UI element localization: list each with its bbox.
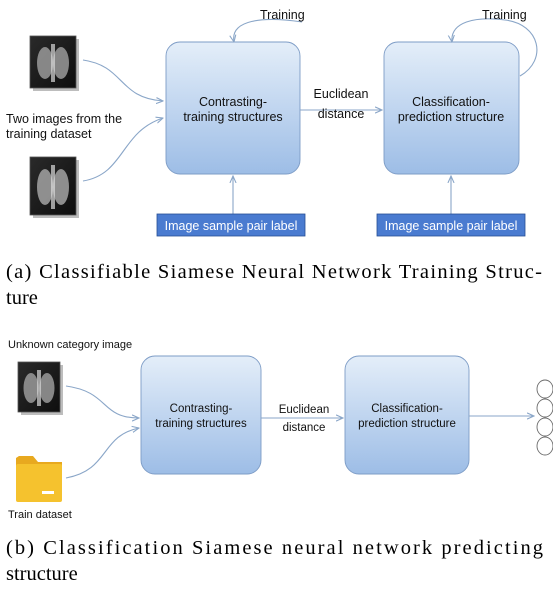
pair-label-box-2	[376, 213, 526, 237]
classification-box-line2: prediction structure	[398, 110, 504, 124]
contrasting-box-b-line2: training structures	[155, 418, 247, 430]
caption-a-line1: (a) Classifiable Siamese Neural Network …	[6, 261, 542, 283]
output-node	[536, 417, 553, 437]
classification-box-b-line1: Classification-	[371, 403, 443, 415]
chest-xray-icon	[17, 361, 63, 415]
prediction-diagram: Unknown category image Train dataset Con…	[6, 339, 553, 585]
input-edge-2	[82, 118, 163, 182]
training-loop-1-label: Training	[260, 8, 305, 22]
input-edge-1	[82, 59, 163, 101]
input-edge-4	[65, 428, 139, 479]
output-nodes	[536, 379, 553, 456]
input-note-line1: Two images from the	[6, 112, 122, 126]
euclidean-b-line1: Euclidean	[279, 404, 330, 416]
chest-xray-icon	[29, 156, 79, 218]
contrasting-box-line1: Contrasting-	[199, 95, 267, 109]
pair-label-1: Image sample pair label	[165, 219, 298, 233]
output-node	[536, 398, 553, 418]
contrasting-box-b	[140, 355, 262, 475]
caption-b-line1: (b) Classification Siamese neural networ…	[6, 537, 543, 559]
euclidean-label-line2: distance	[318, 107, 365, 121]
caption-a-line2: ture	[6, 287, 38, 309]
input-edge-3	[65, 385, 139, 418]
training-loop-2-label: Training	[482, 8, 527, 22]
classification-box-b	[344, 355, 470, 475]
train-dataset-label: Train dataset	[8, 509, 72, 521]
folder-icon	[16, 456, 62, 502]
classification-box-b-line2: prediction structure	[358, 418, 456, 430]
euclidean-b-line2: distance	[283, 422, 326, 434]
training-loop-1	[234, 18, 303, 42]
output-node	[536, 436, 553, 456]
pair-label-box-1	[156, 213, 306, 237]
caption-b-line2: structure	[6, 563, 78, 585]
classification-box-line1: Classification-	[412, 95, 490, 109]
chest-xray-icon	[29, 35, 79, 91]
contrasting-box-line2: training structures	[183, 110, 282, 124]
euclidean-label-line1: Euclidean	[314, 87, 369, 101]
pair-label-2: Image sample pair label	[385, 219, 518, 233]
output-node	[536, 379, 553, 399]
unknown-image-label: Unknown category image	[8, 339, 132, 351]
training-loop-2	[452, 18, 538, 77]
input-note-line2: training dataset	[6, 127, 92, 141]
contrasting-box-b-line1: Contrasting-	[170, 403, 233, 415]
training-diagram: Two images from the training dataset Con…	[6, 8, 542, 309]
